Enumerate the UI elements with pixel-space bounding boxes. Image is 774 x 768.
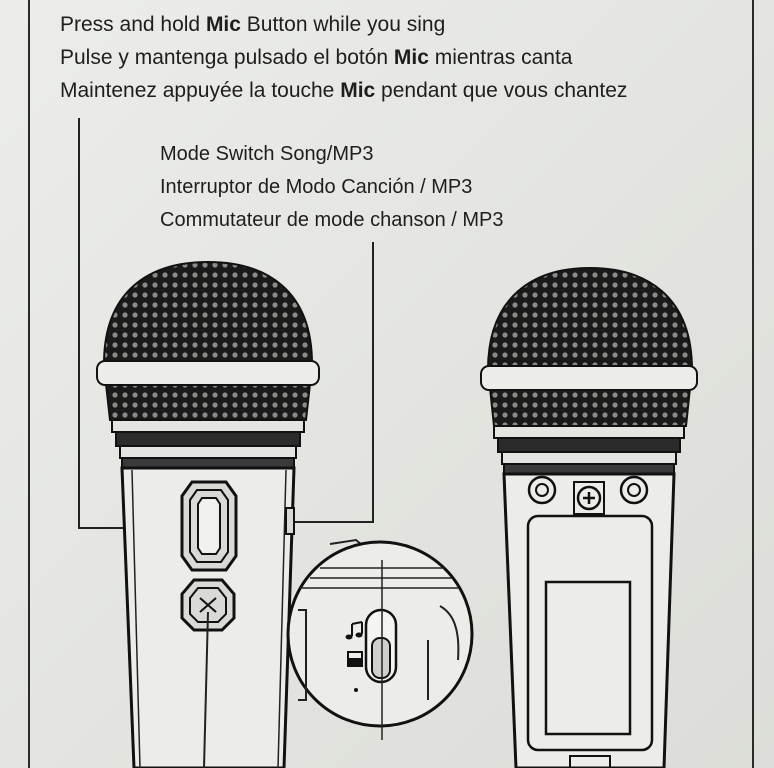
mic-back-collar-dark: [497, 437, 681, 453]
mic-back-ring-band: [480, 365, 698, 391]
mic-back-grille-top: [486, 266, 694, 371]
mode-switch-label: Mode Switch Song/MP3 Interruptor de Modo…: [160, 138, 504, 237]
switch-slider: [371, 637, 391, 679]
mic-collar-ring-dark: [115, 431, 301, 447]
screw-right-icon: [619, 475, 649, 505]
screw-center-icon: [573, 481, 605, 515]
battery-label-area: [544, 580, 632, 736]
mode-switch-english: Mode Switch Song/MP3: [160, 143, 374, 165]
microphone-back: [480, 266, 698, 768]
mic-ring-band: [96, 360, 320, 386]
mode-switch-zoom-inset: [286, 538, 474, 740]
instruction-french: Maintenez appuyée la touche Mic pendant …: [60, 79, 628, 102]
page-border-right: [752, 0, 754, 768]
mode-switch-nub: [285, 507, 295, 535]
microphone-front: [96, 260, 320, 768]
mp3-rectangle-icon: [347, 651, 363, 667]
mic-collar-ring: [111, 419, 305, 433]
mode-switch-callout-line: [292, 242, 374, 523]
mic-back-grille-bottom: [488, 387, 692, 427]
mic-button-instructions: Press and hold Mic Button while you sing…: [60, 8, 627, 107]
battery-cover: [526, 514, 654, 752]
instruction-spanish: Pulse y mantenga pulsado el botón Mic mi…: [60, 46, 573, 69]
mic-back-collar-lower: [501, 451, 677, 465]
mode-switch-french: Commutateur de mode chanson / MP3: [160, 209, 504, 231]
mic-collar-ring-lower: [119, 445, 297, 459]
instruction-english: Press and hold Mic Button while you sing: [60, 13, 446, 36]
page-border-left: [28, 0, 30, 768]
mic-grille-bottom: [104, 383, 312, 421]
mic-grille-top: [102, 260, 314, 365]
screw-left-icon: [527, 475, 557, 505]
music-note-icon: [345, 621, 363, 640]
mode-switch-spanish: Interruptor de Modo Canción / MP3: [160, 176, 473, 198]
mic-back-collar: [493, 425, 685, 439]
